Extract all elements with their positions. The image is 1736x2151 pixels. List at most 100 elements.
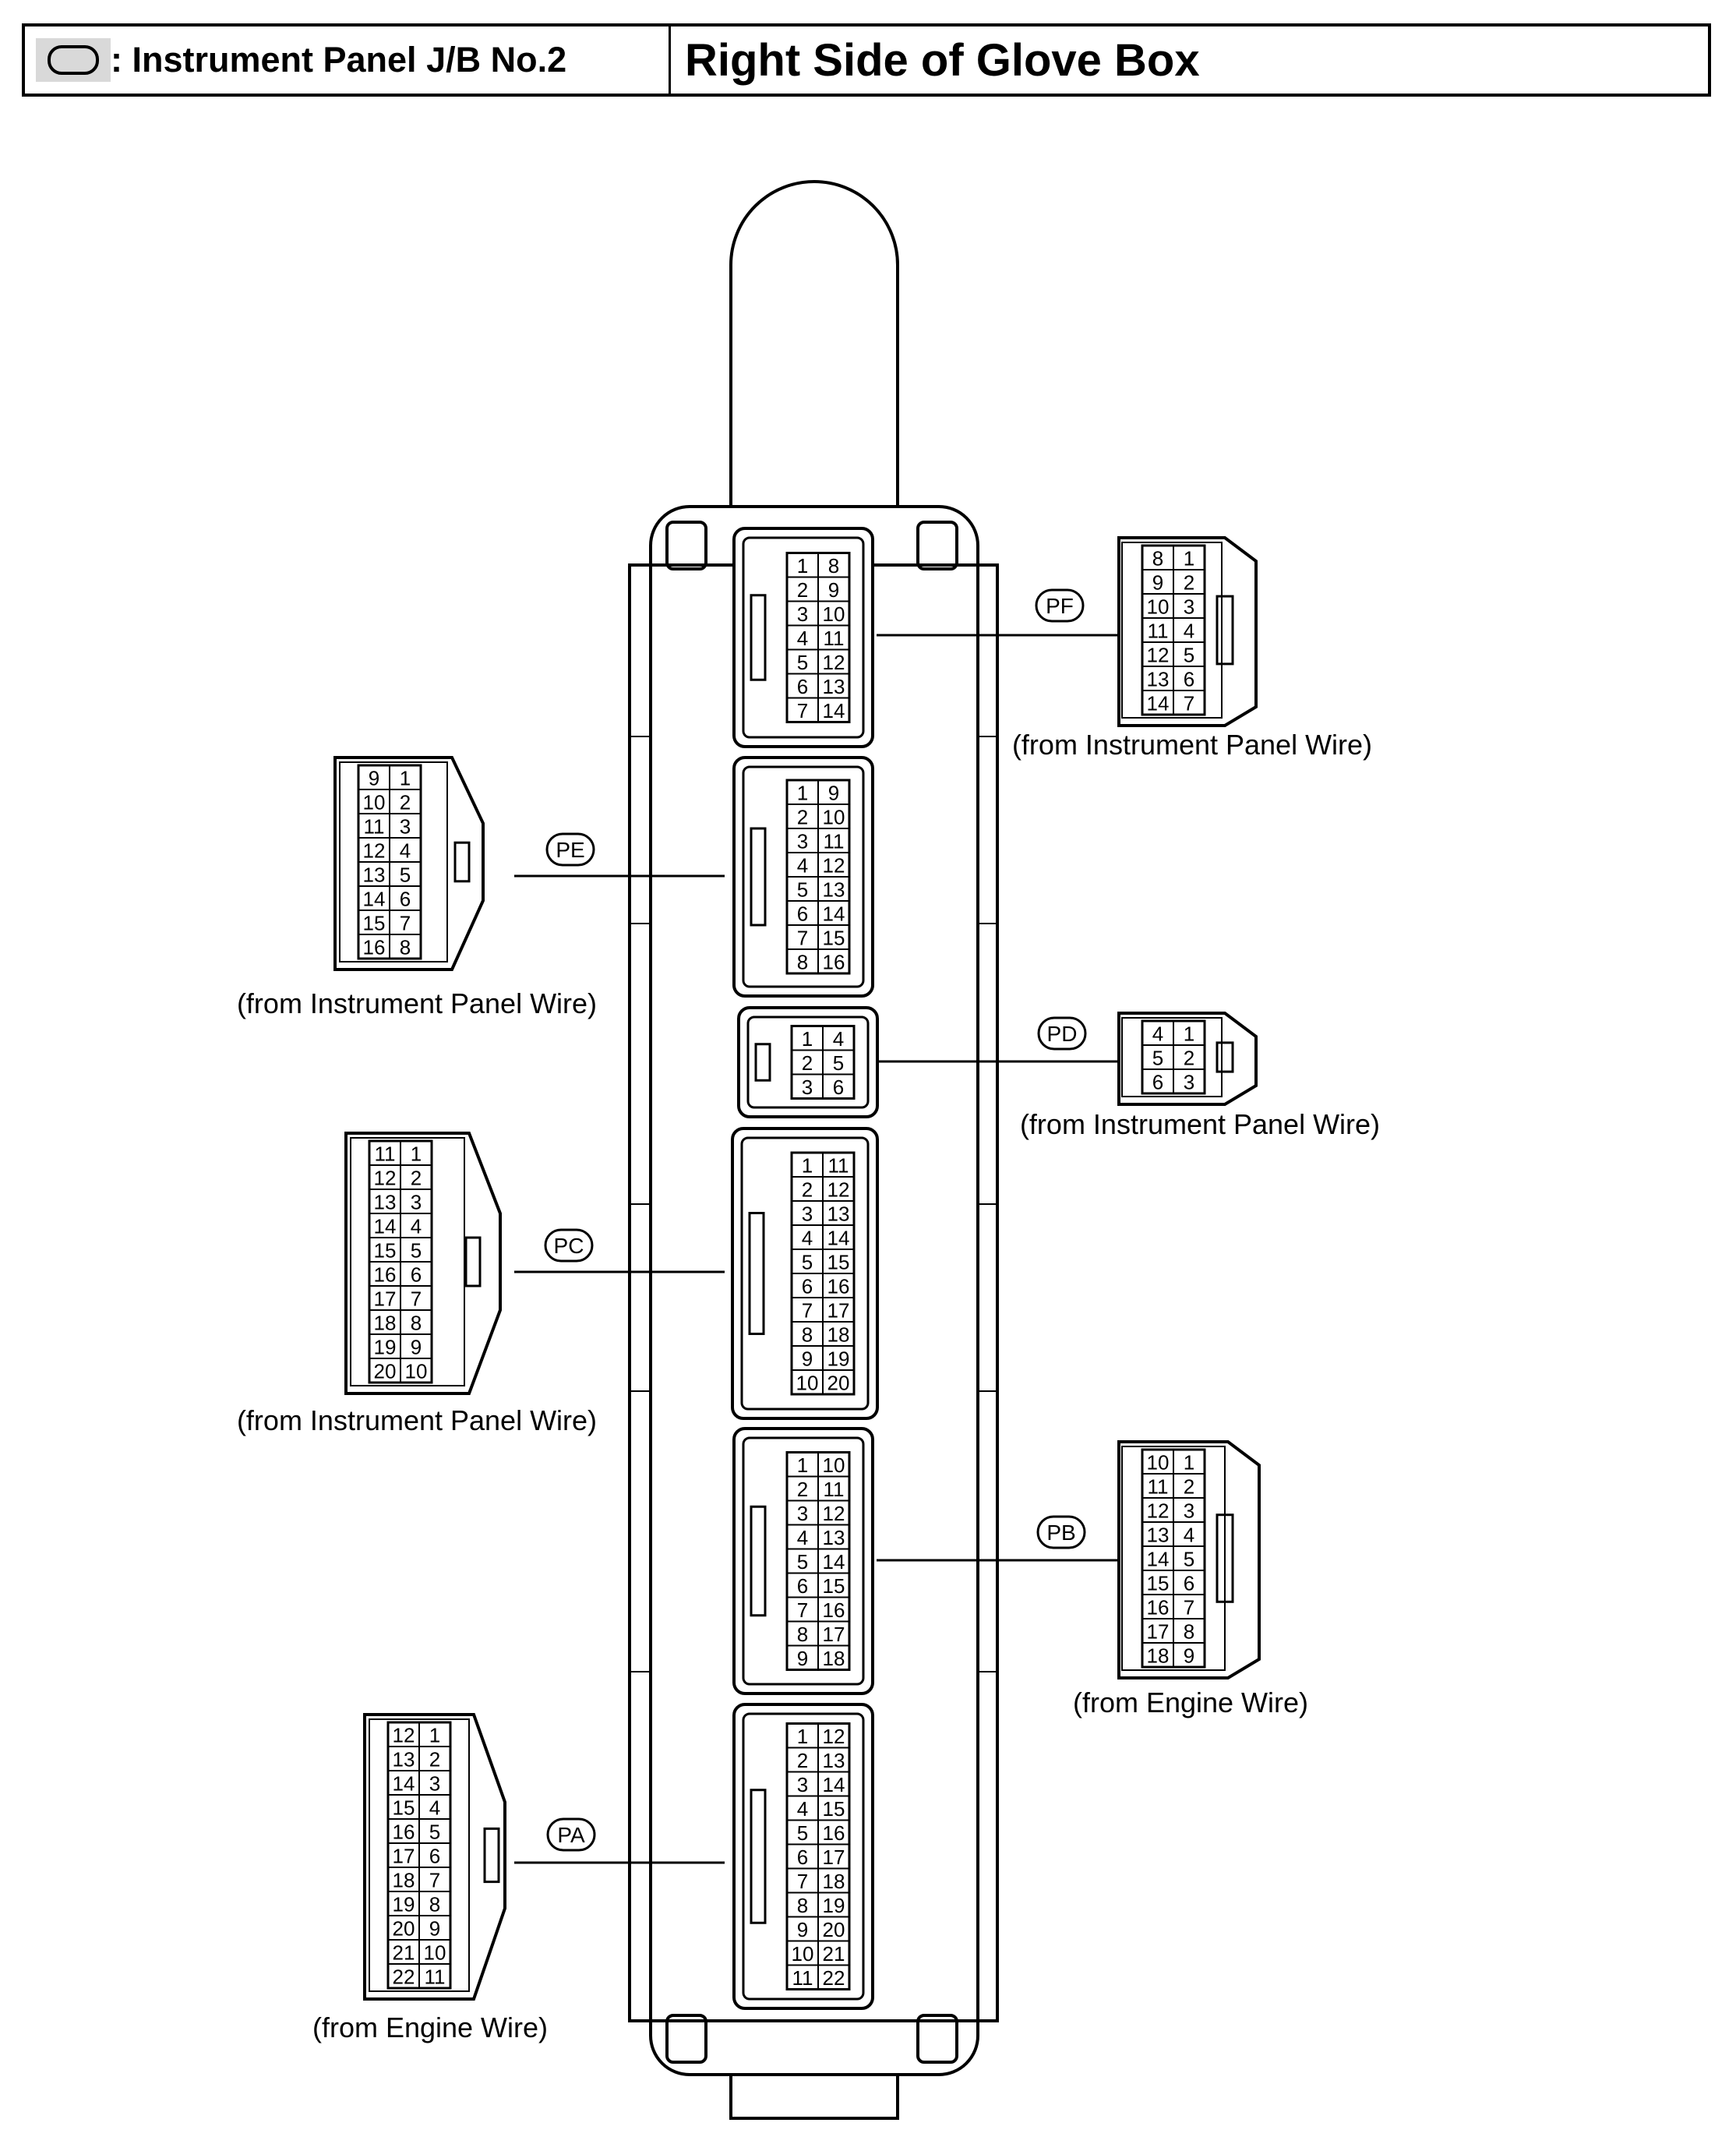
connector-source-caption: (from Instrument Panel Wire) [1012, 729, 1372, 761]
plug-pa-pin-label: 16 [393, 1820, 415, 1843]
plug-pa-pin-label: 18 [393, 1868, 415, 1891]
jb-pa-pin-label: 2 [797, 1749, 808, 1772]
plug-pb-pin-label: 12 [1147, 1499, 1170, 1522]
plug-pe-pin-label: 2 [400, 790, 411, 814]
jb-pb-pin-label: 8 [797, 1623, 808, 1646]
plug-pc-pin-label: 7 [411, 1287, 422, 1310]
plug-pc-pin-label: 13 [374, 1190, 397, 1213]
plug-pa-pin-label: 15 [393, 1796, 415, 1819]
jb-pe-pin-label: 12 [823, 853, 845, 877]
connector-source-caption: (from Instrument Panel Wire) [237, 1404, 597, 1436]
jb-pd-pin-label: 2 [802, 1051, 813, 1075]
jb-pe-pin-label: 4 [797, 853, 808, 877]
jb-pf-pin-label: 10 [823, 602, 845, 626]
jb-pb-pin-label: 7 [797, 1598, 808, 1622]
jb-pf-pin-label: 13 [823, 675, 845, 698]
jb-pb-pin-label: 9 [797, 1647, 808, 1670]
header-location-cell: : Instrument Panel J/B No.2 [25, 26, 671, 94]
jb-pc-pin-label: 11 [828, 1153, 849, 1177]
plug-pb-pin-label: 4 [1184, 1523, 1194, 1546]
plug-pa-pin-label: 9 [429, 1916, 440, 1940]
plug-pc-pin-label: 1 [411, 1142, 422, 1165]
plug-pb-pin-label: 13 [1147, 1523, 1170, 1546]
plug-pc-pin-label: 19 [374, 1335, 397, 1358]
plug-pb-pin-label: 8 [1184, 1619, 1194, 1643]
jb-pb-pin-label: 18 [823, 1647, 845, 1670]
plug-pa-pin-label: 14 [393, 1771, 415, 1795]
plug-pa-pin-label: 7 [429, 1868, 440, 1891]
connector-code-label: PB [1046, 1521, 1075, 1545]
header-title: Right Side of Glove Box [685, 34, 1200, 86]
jb-pb-pin-label: 12 [823, 1502, 845, 1525]
jb-pa-pin-label: 13 [823, 1749, 845, 1772]
jb-pa-pin-label: 20 [823, 1918, 845, 1941]
plug-pa-pin-label: 21 [393, 1941, 415, 1964]
jb-pc-pin-label: 15 [827, 1250, 850, 1273]
jb-pb-pin-label: 4 [797, 1526, 808, 1549]
jb-pf-pin-label: 6 [797, 675, 808, 698]
jb-pf-pin-label: 11 [824, 627, 845, 650]
jb-pe-pin-label: 1 [797, 781, 808, 804]
jb-pc-pin-label: 16 [827, 1274, 850, 1298]
plug-pc-pin-label: 20 [374, 1359, 397, 1383]
junction-block-symbol-icon [36, 38, 111, 82]
plug-pb-pin-label: 5 [1184, 1547, 1194, 1570]
plug-pb-pin-label: 3 [1184, 1499, 1194, 1522]
plug-pa-pin-label: 17 [393, 1844, 415, 1867]
plug-pb-pin-label: 6 [1184, 1571, 1194, 1595]
plug-pd-pin-label: 5 [1152, 1046, 1163, 1069]
jb-pb-pin-label: 14 [823, 1550, 845, 1574]
jb-pb-pin-label: 5 [797, 1550, 808, 1574]
plug-pa-pin-label: 6 [429, 1844, 440, 1867]
plug-pa-pin-label: 22 [393, 1965, 415, 1988]
jb-pe-pin-label: 6 [797, 902, 808, 925]
plug-pf-pin-label: 3 [1184, 595, 1194, 618]
jb-pe-pin-label: 7 [797, 926, 808, 949]
plug-pc-pin-label: 4 [411, 1214, 422, 1238]
plug-pe-pin-label: 5 [400, 863, 411, 886]
plug-pc-pin-label: 18 [374, 1311, 397, 1334]
jb-pe-pin-label: 9 [828, 781, 839, 804]
jb-pb-pin-label: 3 [797, 1502, 808, 1525]
jb-pc-pin-label: 10 [796, 1371, 819, 1394]
connector-code-label: PD [1047, 1022, 1078, 1046]
jb-pc-pin-label: 2 [802, 1178, 813, 1201]
jb-pc-pin-label: 7 [802, 1298, 813, 1322]
plug-pe-pin-label: 15 [363, 911, 386, 934]
jb-pf-pin-label: 8 [828, 554, 839, 577]
jb-pc-pin-label: 19 [827, 1347, 850, 1370]
jb-pe-pin-label: 8 [797, 950, 808, 973]
plug-pb-pin-label: 2 [1184, 1475, 1194, 1498]
plug-pa-pin-label: 10 [424, 1941, 446, 1964]
jb-pa-pin-label: 18 [823, 1870, 845, 1893]
plug-pe-pin-label: 6 [400, 887, 411, 910]
plug-pc-pin-label: 8 [411, 1311, 422, 1334]
jb-pc-pin-label: 4 [802, 1226, 813, 1249]
jb-pf-pin-label: 14 [823, 699, 845, 722]
jb-pa-pin-label: 11 [792, 1966, 813, 1990]
jb-pb-pin-label: 17 [823, 1623, 845, 1646]
plug-pb-pin-label: 11 [1148, 1475, 1169, 1498]
plug-pa-pin-label: 20 [393, 1916, 415, 1940]
plug-pf-pin-label: 6 [1184, 667, 1194, 691]
jb-pe-pin-label: 14 [823, 902, 845, 925]
plug-pe-pin-label: 3 [400, 814, 411, 838]
jb-pc-pin-label: 17 [827, 1298, 850, 1322]
jb-pf-pin-label: 2 [797, 578, 808, 602]
header-title-cell: Right Side of Glove Box [671, 26, 1708, 94]
plug-pc-pin-label: 9 [411, 1335, 422, 1358]
jb-pc-pin-label: 14 [827, 1226, 850, 1249]
plug-pc-pin-label: 15 [374, 1238, 397, 1262]
jb-pf-pin-label: 5 [797, 651, 808, 674]
plug-pc-pin-label: 10 [405, 1359, 428, 1383]
plug-pf-pin-label: 5 [1184, 643, 1194, 666]
plug-pb-pin-label: 15 [1147, 1571, 1170, 1595]
